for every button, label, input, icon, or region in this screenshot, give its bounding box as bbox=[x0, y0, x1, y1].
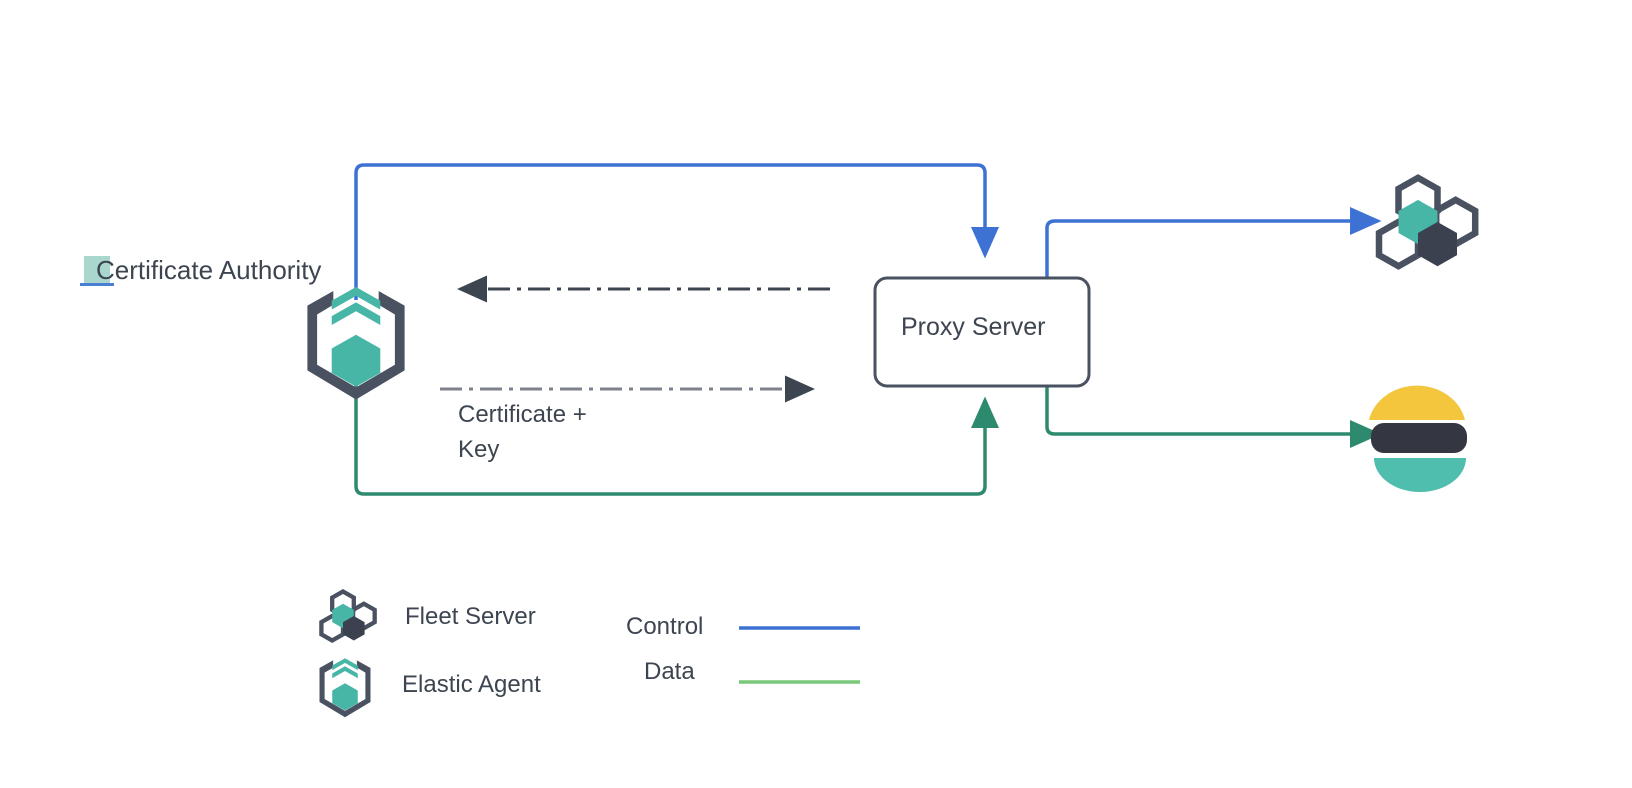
legend-fleet-server-icon bbox=[319, 589, 377, 643]
elasticsearch-icon bbox=[1369, 385, 1467, 492]
edge-data-proxy-to-elasticsearch bbox=[1045, 385, 1382, 448]
fleet-server-icon bbox=[1375, 174, 1479, 270]
legend-elastic-agent-icon bbox=[319, 658, 371, 718]
certificate-key-label: Certificate + Key bbox=[458, 401, 587, 463]
elastic-agent-icon bbox=[307, 286, 405, 400]
edge-data-agent-to-proxy bbox=[354, 378, 999, 496]
legend-item-label-fleet-server: Fleet Server bbox=[405, 603, 536, 630]
legend-item-label-elastic-agent: Elastic Agent bbox=[402, 671, 541, 698]
certificate-authority-highlight bbox=[84, 256, 110, 286]
certificate-authority-underline bbox=[80, 283, 114, 286]
edge-control-agent-to-proxy bbox=[354, 163, 999, 300]
legend-line-label-control: Control bbox=[626, 613, 704, 640]
edge-control-proxy-to-fleet bbox=[1045, 207, 1382, 278]
legend-line-label-data: Data bbox=[644, 658, 695, 685]
proxy-server-node[interactable] bbox=[873, 276, 1091, 388]
certificate-authority-label: Certificate Authority bbox=[96, 255, 322, 285]
proxy-server-label: Proxy Server bbox=[901, 313, 1046, 341]
